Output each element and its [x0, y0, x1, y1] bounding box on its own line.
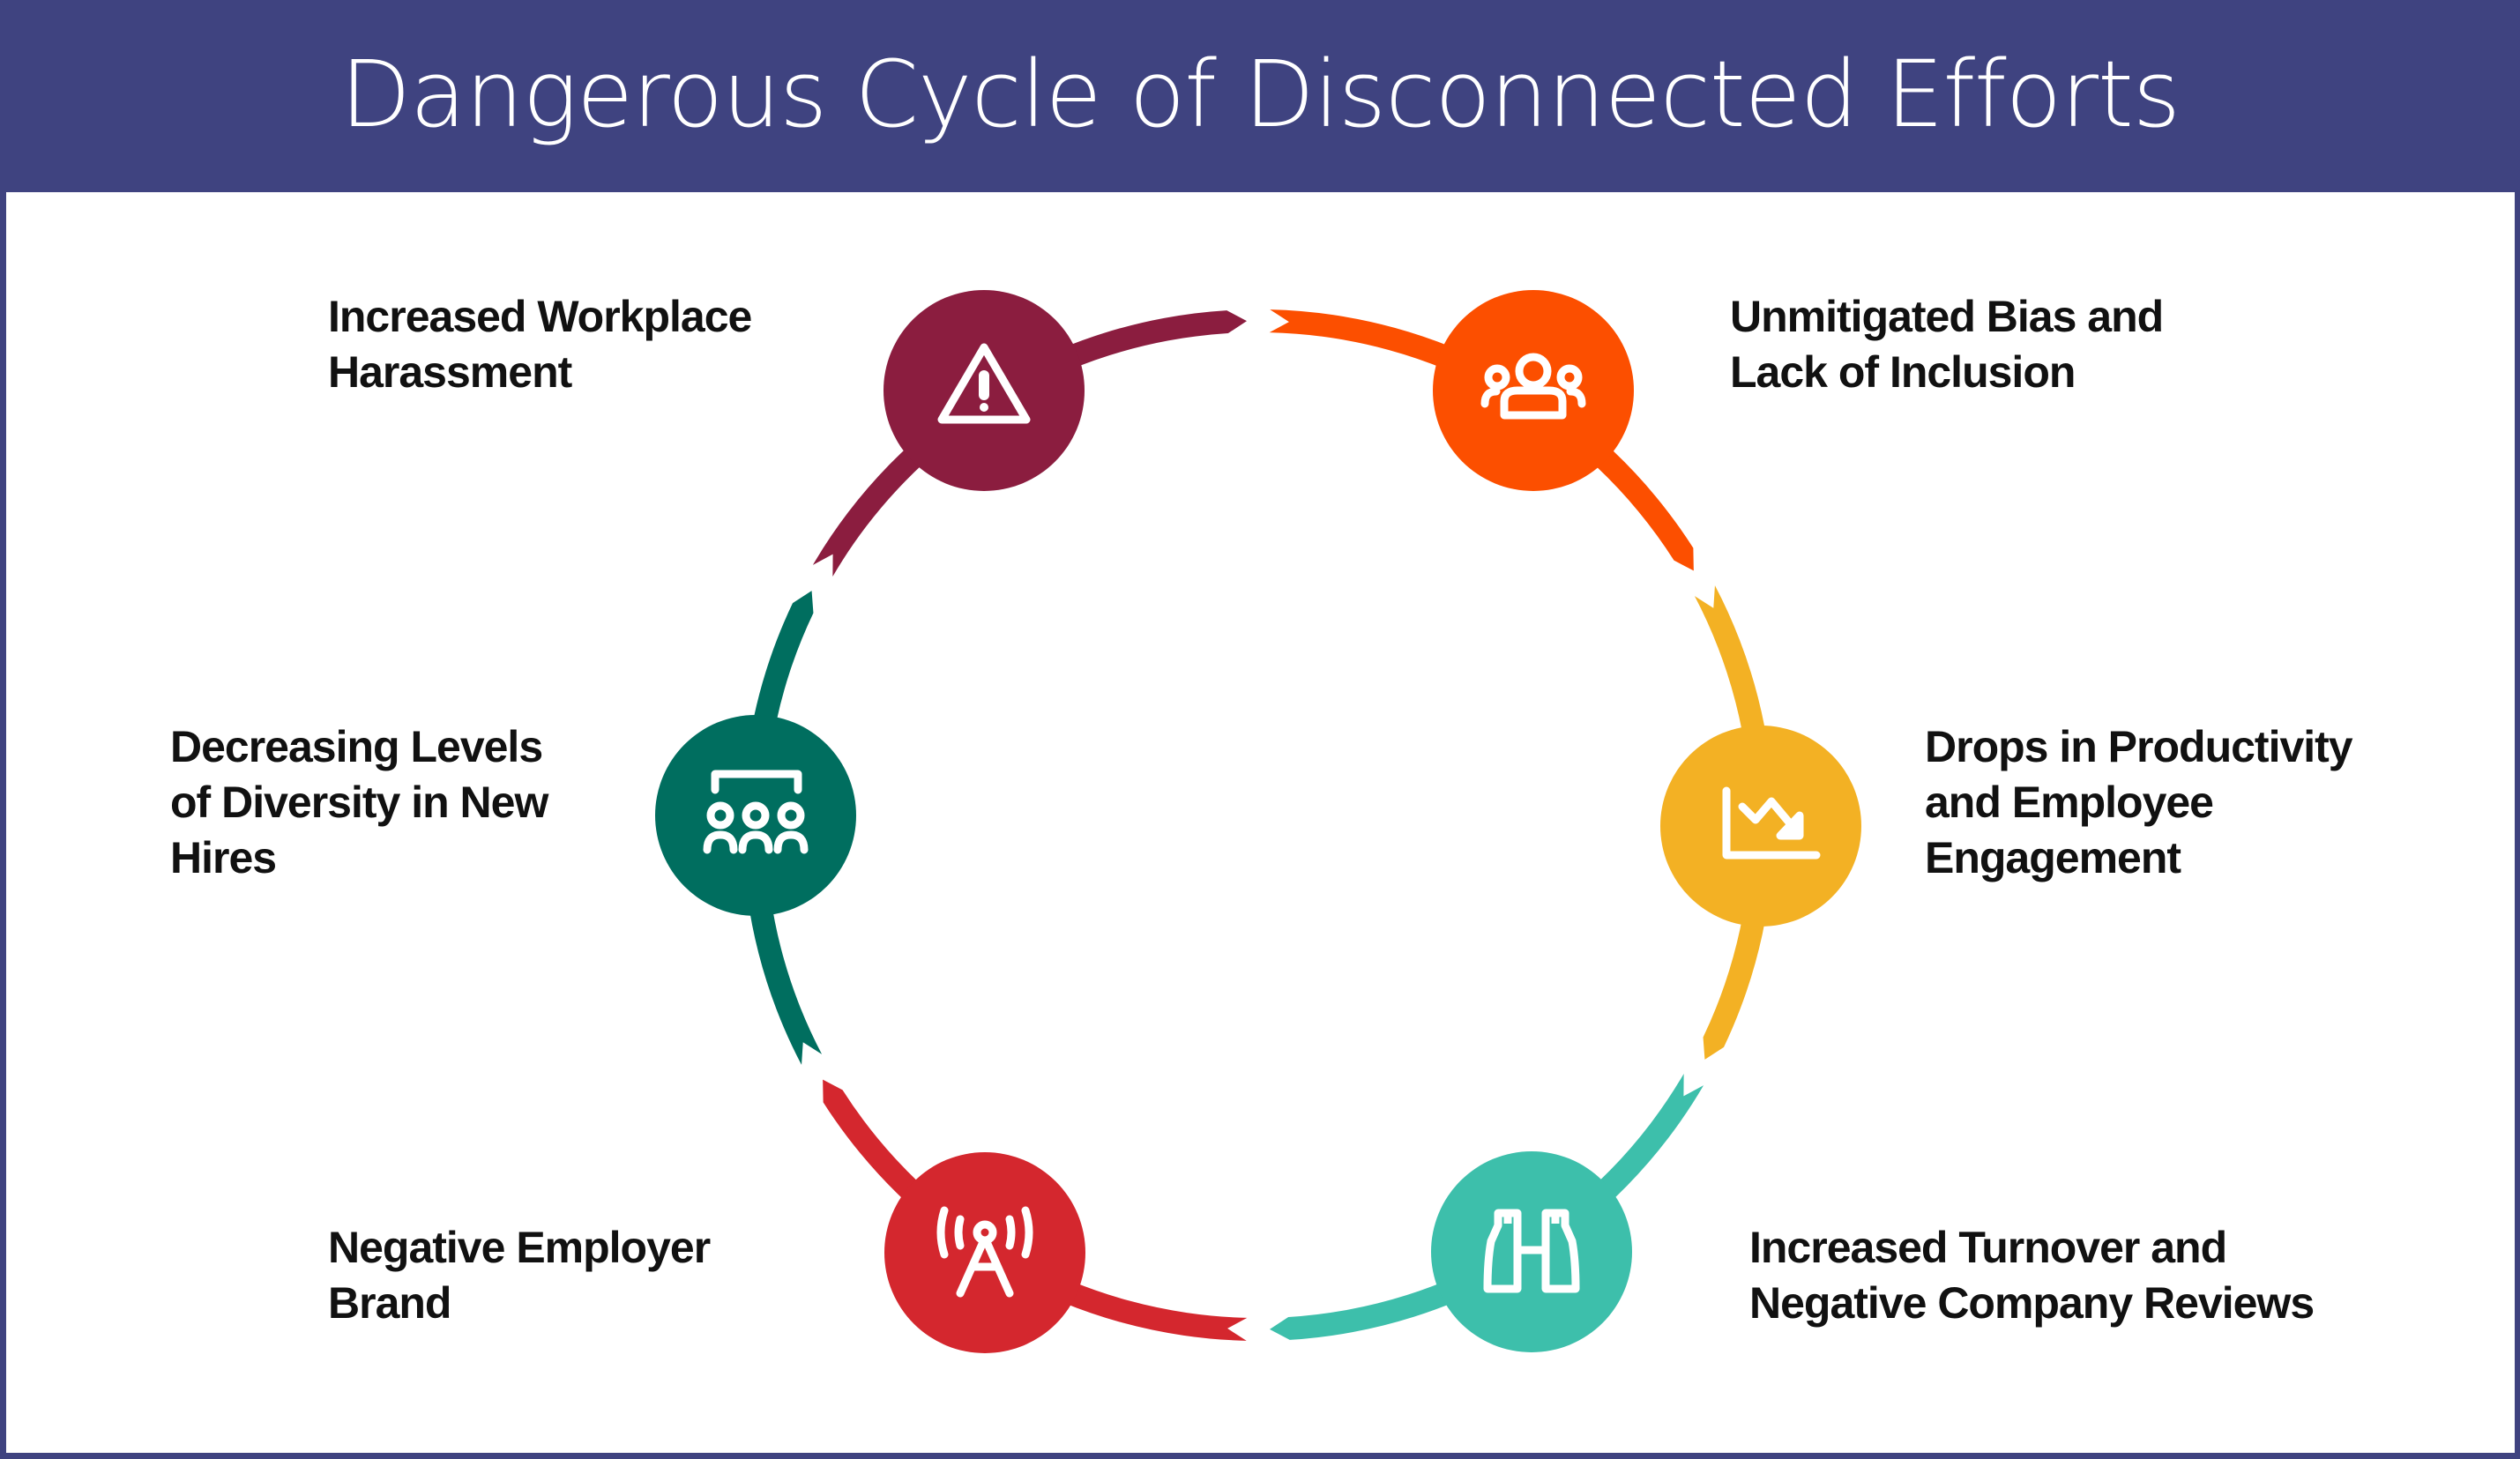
warning-triangle-icon — [937, 343, 1031, 424]
label-bias: Unmitigated Bias and Lack of Inclusion — [1730, 289, 2164, 400]
label-line: Engagement — [1925, 833, 2181, 882]
audience-presentation-icon — [703, 770, 809, 854]
label-brand: Negative Employer Brand — [328, 1220, 711, 1331]
label-line: and Employee — [1925, 778, 2214, 827]
declining-chart-icon — [1722, 786, 1821, 860]
title-banner: Dangerous Cycle of Disconnected Efforts — [0, 0, 2520, 192]
label-line: of Diversity in New — [170, 778, 548, 827]
node-turnover — [1431, 1151, 1632, 1352]
label-line: Unmitigated Bias and — [1730, 292, 2164, 341]
label-line: Hires — [170, 833, 277, 882]
label-line: Harassment — [328, 347, 572, 397]
label-line: Decreasing Levels — [170, 722, 543, 771]
node-diversity — [655, 715, 856, 916]
label-line: Lack of Inclusion — [1730, 347, 2076, 397]
label-turnover: Increased Turnover and Negative Company … — [1749, 1220, 2315, 1331]
cycle-nodes — [655, 290, 1861, 1353]
node-brand — [884, 1152, 1085, 1353]
node-productivity — [1660, 726, 1861, 927]
label-line: Negative Employer — [328, 1223, 711, 1272]
label-line: Negative Company Reviews — [1749, 1278, 2315, 1328]
broadcast-tower-icon — [936, 1206, 1033, 1298]
cycle-arrow-segments — [742, 309, 1774, 1341]
binoculars-icon — [1483, 1209, 1580, 1293]
page-title: Dangerous Cycle of Disconnected Efforts — [339, 41, 2181, 148]
group-people-icon — [1480, 353, 1586, 420]
arrow-segment-productivity — [1694, 585, 1774, 1060]
node-harassment — [883, 290, 1085, 491]
label-line: Increased Workplace — [328, 292, 752, 341]
label-line: Drops in Productivity — [1925, 722, 2353, 771]
arrow-segment-diversity — [742, 591, 823, 1065]
label-harassment: Increased Workplace Harassment — [328, 289, 752, 400]
label-diversity: Decreasing Levels of Diversity in New Hi… — [170, 719, 548, 886]
node-bias — [1433, 290, 1634, 491]
label-line: Brand — [328, 1278, 451, 1328]
label-productivity: Drops in Productivity and Employee Engag… — [1925, 719, 2353, 886]
label-line: Increased Turnover and — [1749, 1223, 2227, 1272]
